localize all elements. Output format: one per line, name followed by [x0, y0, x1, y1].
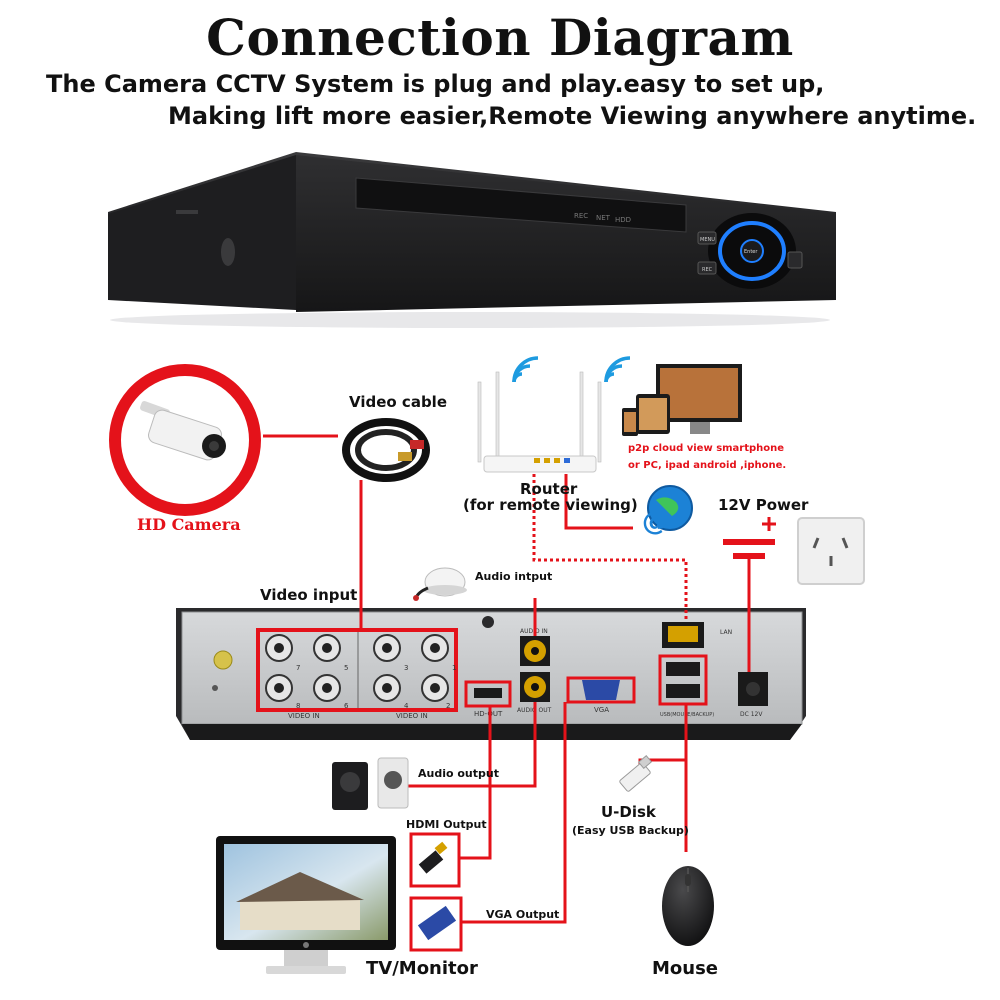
internet-globe-icon: @: [642, 485, 693, 537]
router-label: Router: [520, 480, 578, 498]
front-enter-label: Enter: [744, 249, 758, 255]
port-num-7: 7: [296, 664, 300, 672]
lan-usb-ports: [658, 622, 708, 706]
vga-output-label: VGA Output: [486, 908, 560, 921]
p2p-label-line-2: or PC, ipad android ,iphone.: [628, 460, 787, 471]
subtitle-line-1: The Camera CCTV System is plug and play.…: [46, 70, 825, 98]
video-in-label-a: VIDEO IN: [288, 712, 320, 720]
tv-monitor-icon: [216, 836, 396, 974]
p2p-devices-icon: [622, 364, 742, 436]
front-button-menu-label: MENU: [700, 237, 715, 243]
hd-camera-icon: [109, 364, 261, 516]
svg-text:@: @: [642, 507, 668, 537]
hdmi-output-label: HDMI Output: [406, 818, 487, 831]
vga-label: VGA: [594, 706, 609, 714]
port-num-1: 1: [452, 664, 456, 672]
video-in-bnc-ports: [256, 628, 458, 712]
video-cable-label: Video cable: [349, 393, 447, 411]
microphone-icon: [413, 567, 467, 601]
power-symbol-icon: [723, 517, 776, 570]
port-num-4: 4: [404, 702, 409, 710]
subtitle-line-2: Making lift more easier,Remote Viewing a…: [168, 102, 977, 130]
udisk-sublabel: (Easy USB Backup): [572, 824, 689, 837]
front-indicator-rec: REC: [574, 212, 588, 220]
lan-label: LAN: [720, 629, 732, 636]
port-num-3: 3: [404, 664, 408, 672]
port-num-5: 5: [344, 664, 348, 672]
wall-outlet-icon: [797, 517, 865, 585]
audio-rca-ports: [520, 636, 550, 702]
dvr-front-unit: [108, 152, 836, 328]
usb-drive-icon: [619, 755, 653, 792]
vga-cable-icon: [409, 896, 463, 952]
port-num-6: 6: [344, 702, 349, 710]
mouse-label: Mouse: [652, 958, 719, 979]
front-button-rec-label: REC: [702, 267, 713, 273]
speaker-icon: [332, 757, 409, 810]
port-num-2: 2: [446, 702, 450, 710]
video-in-label-b: VIDEO IN: [396, 712, 428, 720]
network-cable-line: [532, 474, 688, 622]
vga-port: [566, 676, 636, 704]
tv-monitor-label: TV/Monitor: [366, 958, 478, 979]
wifi-icon: [512, 356, 631, 383]
audio-input-label: Audio intput: [475, 570, 553, 583]
udisk-label: U-Disk: [601, 803, 656, 821]
port-num-8: 8: [296, 702, 300, 710]
router-sublabel: (for remote viewing): [463, 496, 638, 514]
hdmi-cable-icon: [409, 832, 461, 888]
page-title: Connection Diagram: [206, 8, 794, 67]
hdmi-port: [464, 680, 512, 708]
power-label: 12V Power: [718, 496, 809, 514]
audio-output-label: Audio output: [418, 767, 499, 780]
dc-power-port: [738, 672, 768, 706]
router-icon: [477, 371, 602, 473]
video-cable-icon: [342, 418, 430, 482]
hd-camera-label: HD Camera: [137, 515, 241, 534]
front-indicator-net: NET: [596, 214, 611, 222]
p2p-label-line-1: p2p cloud view smartphone: [628, 443, 785, 454]
video-input-label: Video input: [260, 586, 358, 604]
dc-label: DC 12V: [740, 711, 763, 718]
front-indicator-hdd: HDD: [615, 216, 631, 224]
mouse-icon: [662, 866, 714, 946]
